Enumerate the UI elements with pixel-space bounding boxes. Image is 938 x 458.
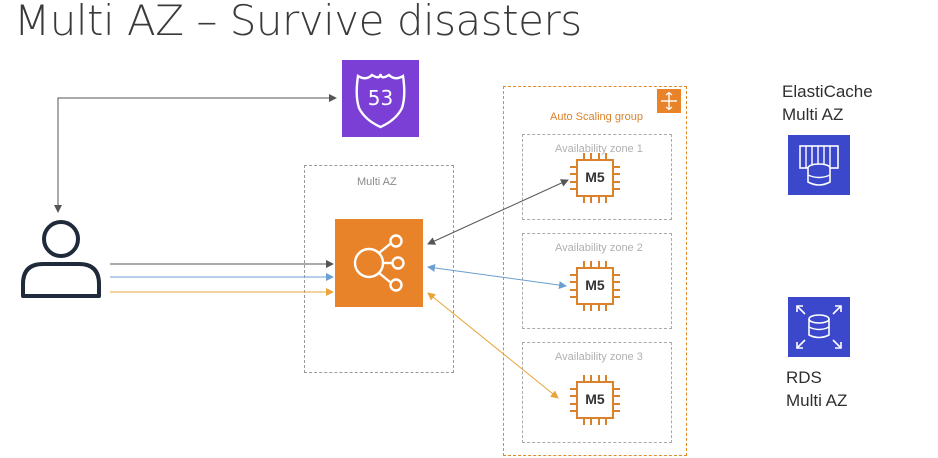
instance-type-label: M5 xyxy=(585,391,605,407)
chip-icon xyxy=(570,261,620,311)
elb-az1-arrow xyxy=(427,179,569,245)
multi-az-label: Multi AZ xyxy=(357,176,397,188)
elasticache-icon xyxy=(788,135,850,195)
rds-mode: Multi AZ xyxy=(786,391,848,410)
elb-az2-arrow xyxy=(427,263,567,290)
instance-type-label: M5 xyxy=(585,169,605,185)
instance-type-label: M5 xyxy=(585,277,605,293)
ec2-instance-az1: M5 xyxy=(569,152,621,204)
auto-scaling-group-box: Auto Scaling group xyxy=(503,86,687,456)
availability-zone-1-label: Availability zone 1 xyxy=(555,143,643,155)
page-title: Multi AZ – Survive disasters xyxy=(14,0,582,45)
chip-icon xyxy=(570,153,620,203)
availability-zone-2-label: Availability zone 2 xyxy=(555,242,643,254)
route53-number: 53 xyxy=(367,86,394,110)
availability-zone-1-box: Availability zone 1 xyxy=(522,134,672,220)
load-balancer-icon xyxy=(335,219,423,307)
elb-az3-arrow xyxy=(427,292,559,399)
rds-icon xyxy=(788,297,850,357)
route53-icon: 53 xyxy=(342,60,419,137)
elasticache-label: ElastiCache Multi AZ xyxy=(782,80,873,126)
rds-label: RDS Multi AZ xyxy=(786,366,847,412)
elasticache-name: ElastiCache xyxy=(782,82,873,101)
availability-zone-3-label: Availability zone 3 xyxy=(555,351,643,363)
elasticache-mode: Multi AZ xyxy=(782,105,844,124)
user-icon xyxy=(21,220,101,298)
user-route53-arrow xyxy=(54,94,337,213)
ec2-instance-az3: M5 xyxy=(569,374,621,426)
asg-icon xyxy=(657,89,681,113)
ec2-instance-az2: M5 xyxy=(569,260,621,312)
asg-label: Auto Scaling group xyxy=(550,111,643,123)
rds-name: RDS xyxy=(786,368,822,387)
chip-icon xyxy=(570,375,620,425)
